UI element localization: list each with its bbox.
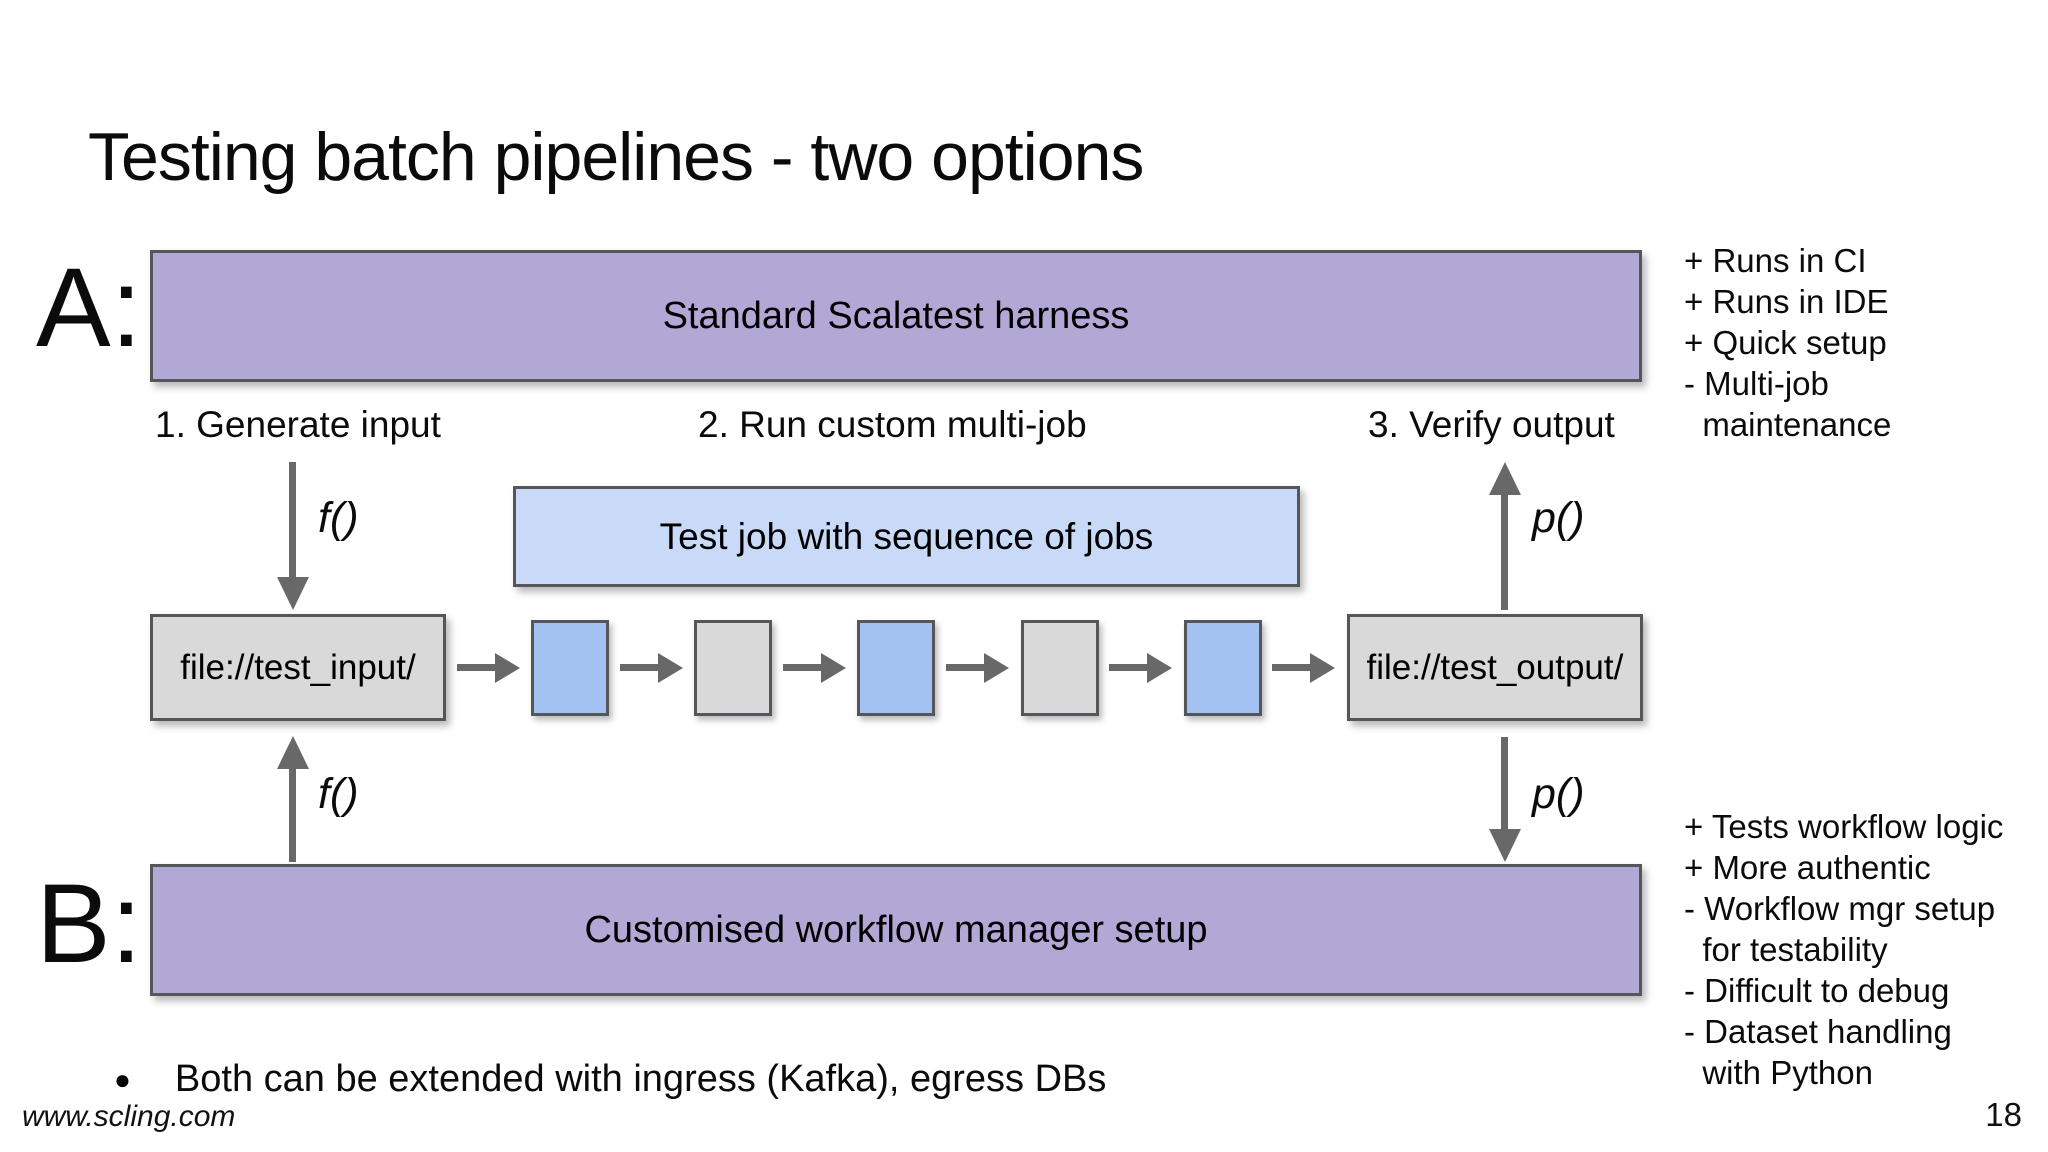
pipeline-stage-gray [694, 619, 773, 716]
note-line: + More authentic [1684, 849, 1931, 886]
note-line: - Difficult to debug [1684, 972, 1950, 1009]
step-1-label: 1. Generate input [155, 404, 441, 445]
output-box: file://test_output/ [1346, 614, 1643, 721]
slide-title: Testing batch pipelines - two options [88, 119, 1144, 195]
input-box-text: file://test_input/ [180, 647, 416, 687]
option-a-bar: Standard Scalatest harness [150, 250, 1642, 382]
arrow-up-p-icon [1488, 462, 1521, 610]
option-b-bar-text: Customised workflow manager setup [584, 908, 1208, 951]
note-line: + Runs in IDE [1684, 283, 1889, 320]
note-line: + Quick setup [1684, 324, 1887, 361]
arrow-up-f-icon [276, 736, 309, 862]
arrow-down-f-icon [276, 462, 309, 610]
pipeline-strip: file://test_input/ file://test_output/ [150, 614, 1643, 721]
input-box: file://test_input/ [150, 614, 446, 721]
f-label-bottom: f() [318, 770, 359, 818]
bullet-item: ● Both can be extended with ingress (Kaf… [114, 1058, 1106, 1101]
arrowhead-icon [1488, 829, 1521, 862]
note-line: maintenance [1684, 406, 1892, 443]
flow-arrow-icon [456, 652, 520, 683]
arrowhead-icon [1147, 652, 1173, 683]
arrowhead-icon [657, 652, 683, 683]
arrowhead-icon [494, 652, 520, 683]
option-a-label: A: [36, 245, 142, 370]
flow-arrow-icon [782, 652, 846, 683]
step-2-label: 2. Run custom multi-job [698, 404, 1087, 445]
note-line: + Runs in CI [1684, 242, 1867, 279]
note-line: - Dataset handling [1684, 1013, 1952, 1050]
flow-arrow-icon [946, 652, 1010, 683]
arrowhead-icon [276, 577, 309, 610]
note-line: + Tests workflow logic [1684, 808, 2004, 845]
bullet-marker-icon: ● [114, 1063, 131, 1095]
flow-arrow-icon [619, 652, 683, 683]
pipeline-stage-blue [1183, 619, 1262, 716]
pipeline-stage-gray [1020, 619, 1099, 716]
arrowhead-icon [1310, 652, 1336, 683]
flow-arrow-icon [1272, 652, 1336, 683]
p-label-top: p() [1532, 494, 1585, 542]
output-box-text: file://test_output/ [1366, 647, 1624, 687]
pipeline-stage-blue [531, 619, 610, 716]
test-job-box: Test job with sequence of jobs [513, 486, 1300, 587]
arrowhead-icon [820, 652, 846, 683]
option-b-label: B: [36, 861, 142, 986]
pipeline-stage-blue [857, 619, 936, 716]
note-line: - Multi-job [1684, 365, 1829, 402]
option-a-notes: + Runs in CI + Runs in IDE + Quick setup - … [1684, 240, 1891, 445]
arrow-down-p-icon [1488, 737, 1521, 862]
note-line: for testability [1684, 931, 1888, 968]
option-b-notes: + Tests workflow logic + More authentic - … [1684, 806, 2003, 1093]
footer-url: www.scling.com [22, 1100, 236, 1133]
arrowhead-icon [1488, 462, 1521, 495]
f-label-top: f() [318, 494, 359, 542]
bullet-text: Both can be extended with ingress (Kafka… [174, 1058, 1107, 1100]
page-number: 18 [1985, 1096, 2022, 1133]
step-3-label: 3. Verify output [1368, 404, 1615, 445]
arrowhead-icon [984, 652, 1010, 683]
option-a-bar-text: Standard Scalatest harness [662, 294, 1130, 337]
arrowhead-icon [276, 736, 309, 769]
note-line: - Workflow mgr setup [1684, 890, 1996, 927]
note-line: with Python [1684, 1054, 1873, 1091]
test-job-box-text: Test job with sequence of jobs [659, 515, 1154, 557]
p-label-bottom: p() [1532, 770, 1585, 818]
flow-arrow-icon [1109, 652, 1173, 683]
option-b-bar: Customised workflow manager setup [150, 864, 1642, 996]
